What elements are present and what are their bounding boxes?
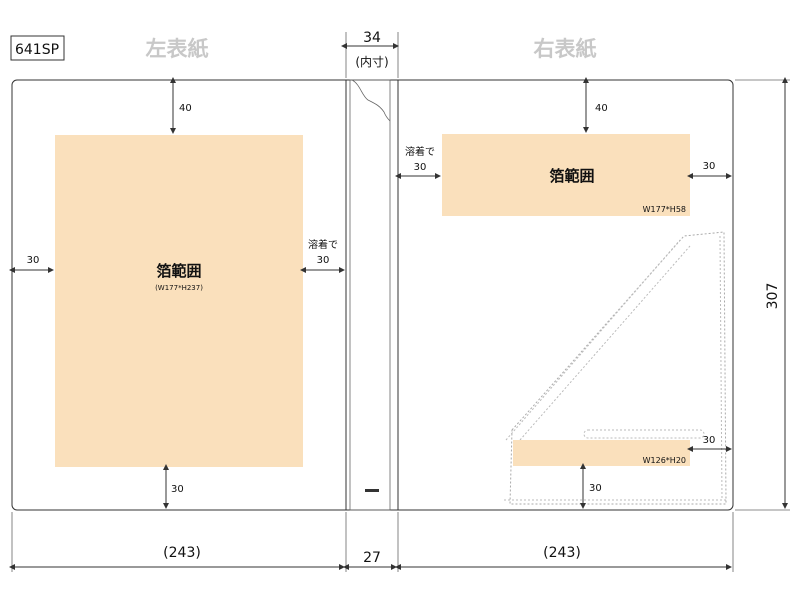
right-weld-text: 溶着で [405,145,435,158]
right-cover-label: 右表紙 [534,37,597,61]
right-width-dimension: (243) [543,545,581,561]
left-foil-size: (W177*H237) [155,284,203,292]
left-top-dimension: 40 [179,103,192,114]
spine-mark [365,489,379,492]
model-code: 641SP [15,42,59,58]
spine-inner [349,79,391,511]
left-bottom-dimension: 30 [171,484,184,495]
left-weld-text: 溶着で [308,238,338,251]
right-foil-title: 箔範囲 [549,167,594,185]
left-side-dimension: 30 [27,255,40,266]
right-foil-size: W177*H58 [643,205,686,214]
right-lower-side-dimension: 30 [703,435,716,446]
total-height-dimension: 307 [765,283,781,310]
bottom-foil-size: W126*H20 [643,456,686,465]
left-foil-title: 箔範囲 [156,262,201,280]
spine-outer-width: 27 [363,550,381,566]
right-foil-area [442,134,690,216]
model-code-box [10,35,65,61]
spine-curve [351,79,391,122]
spine-inner-width: 34 [363,30,381,46]
card-slot [583,429,705,439]
left-foil-area [55,135,303,467]
spine-inner-note: (内寸) [355,55,388,69]
bottom-foil-area [513,440,690,466]
right-lower-bottom-dimension: 30 [589,483,602,494]
left-weld-dimension: 30 [317,255,330,266]
left-cover-label: 左表紙 [146,37,209,61]
right-side-dimension: 30 [703,161,716,172]
right-top-dimension: 40 [595,103,608,114]
left-width-dimension: (243) [163,545,201,561]
card-pocket-outline [509,231,727,505]
right-weld-dimension: 30 [414,162,427,173]
